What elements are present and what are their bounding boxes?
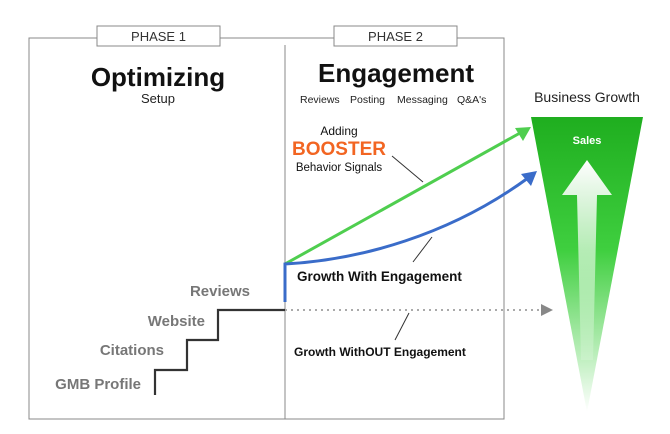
booster-line2: Behavior Signals — [296, 162, 383, 174]
arrow-icon — [521, 171, 537, 186]
booster-pointer — [391, 155, 424, 183]
phase-2-title: Engagement — [318, 58, 474, 88]
funnel-label: Sales — [573, 135, 602, 147]
growth-with-engagement-label: Growth With Engagement — [297, 269, 462, 284]
phase-1-label: PHASE 1 — [131, 29, 186, 44]
engagement-item: Posting — [350, 94, 385, 106]
engagement-pointer — [412, 236, 433, 263]
step-label: Citations — [100, 342, 164, 359]
staircase — [153, 308, 285, 395]
engagement-item: Reviews — [300, 94, 340, 106]
phase-2-tab — [333, 25, 458, 47]
booster-highlight: BOOSTER — [292, 139, 386, 160]
engagement-item: Q&A's — [457, 94, 486, 106]
phase-1-title: Optimizing — [91, 62, 225, 92]
arrow-icon — [515, 127, 531, 141]
phase-1-subtitle: Setup — [141, 91, 175, 106]
phase-1-tab — [96, 25, 221, 47]
up-arrow-icon — [562, 160, 612, 360]
step-label: GMB Profile — [55, 376, 141, 393]
booster-growth-line — [284, 131, 521, 266]
growth-without-engagement-label: Growth WithOUT Engagement — [294, 345, 466, 359]
booster-line1: Adding — [320, 124, 357, 138]
step-label: Website — [148, 313, 205, 330]
phase-2-label: PHASE 2 — [368, 29, 423, 44]
funnel-title: Business Growth — [534, 89, 640, 105]
diagram-frame — [28, 37, 505, 420]
arrow-icon — [541, 304, 553, 316]
engagement-growth-line — [283, 176, 529, 302]
engagement-item: Messaging — [397, 94, 448, 106]
step-label: Reviews — [190, 283, 250, 300]
no-engagement-pointer — [394, 312, 410, 341]
